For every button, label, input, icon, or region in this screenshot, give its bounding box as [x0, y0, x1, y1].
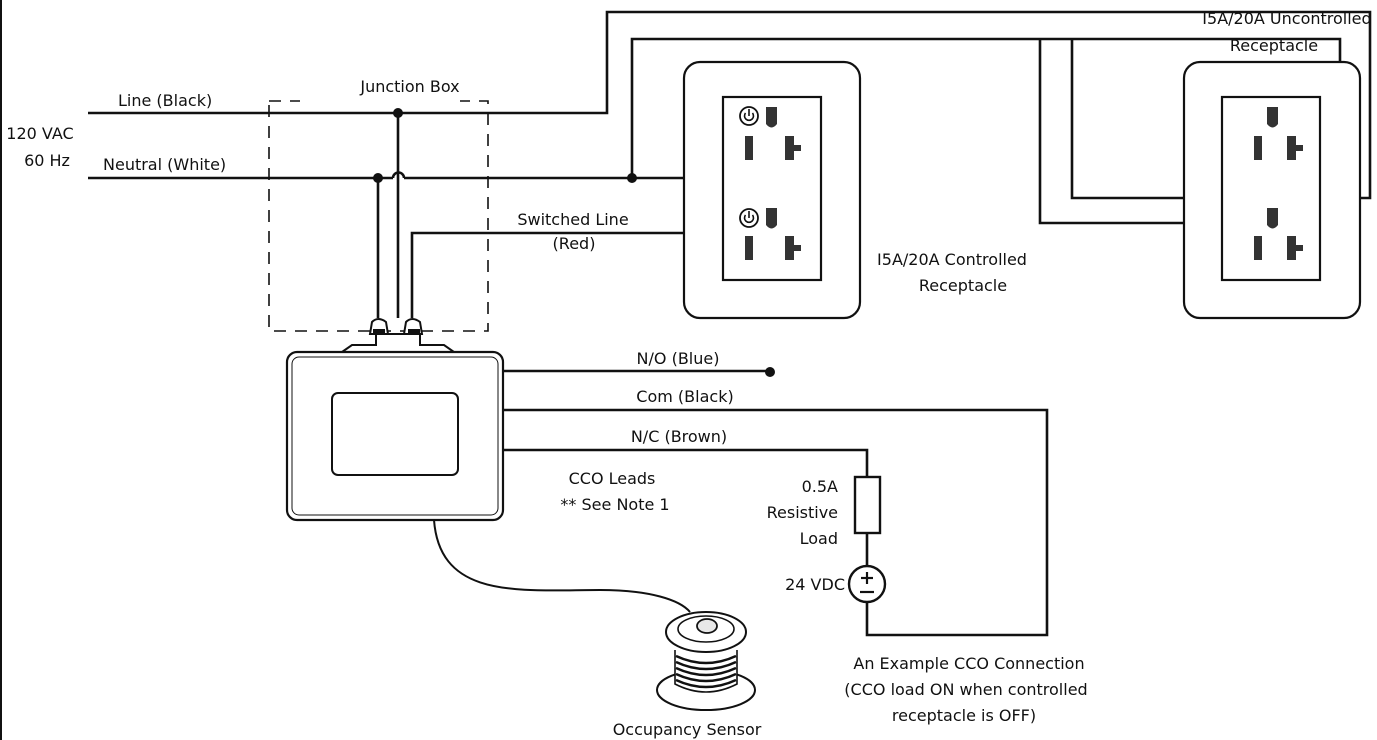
load-label-2: Resistive [767, 503, 838, 522]
controlled-receptacle [682, 60, 862, 320]
sensor-threads [675, 654, 737, 689]
neutral-wire-label: Neutral (White) [103, 155, 226, 174]
source-frequency-label: 60 Hz [24, 151, 70, 170]
com-lead-wire [503, 408, 1049, 637]
device-clip-base [338, 333, 458, 353]
cco-leads-label: CCO Leads [569, 469, 656, 488]
resistive-load [853, 475, 882, 535]
uncontrolled-receptacle-label-2: Receptacle [1230, 36, 1318, 55]
line-wire [88, 10, 1372, 200]
sensor-lens [696, 618, 718, 634]
device-label-window [331, 392, 459, 476]
neutral-junction-dot [373, 173, 383, 183]
device-clip-tab [373, 329, 385, 334]
switched-line-wire [410, 231, 684, 318]
nc-lead-label: N/C (Brown) [631, 427, 727, 446]
neutral-slot [1254, 236, 1262, 260]
ground-slot [766, 208, 777, 229]
no-lead-end [765, 367, 775, 377]
controlled-receptacle-label-1: I5A/20A Controlled [877, 250, 1027, 269]
dc-source [847, 564, 887, 604]
ground-slot [1267, 208, 1278, 229]
load-label-3: Load [800, 529, 838, 548]
example-label-3: receptacle is OFF) [892, 706, 1036, 725]
uncontrolled-receptacle [1182, 60, 1362, 320]
neutral-slot [1254, 136, 1262, 160]
cco-note-label: ** See Note 1 [560, 495, 669, 514]
hot-slot [1287, 136, 1303, 160]
power-icon [739, 106, 759, 126]
uncontrolled-receptacle-label-1: I5A/20A Uncontrolled [1202, 9, 1371, 28]
neutral-slot [745, 136, 753, 160]
ground-slot [1267, 107, 1278, 128]
source-voltage-label: 120 VAC [6, 124, 73, 143]
nc-lead-wire [503, 448, 869, 477]
sensor-cable [433, 519, 691, 613]
neutral-slot [745, 236, 753, 260]
hot-slot [785, 136, 801, 160]
line-junction-dot [393, 108, 403, 118]
line-wire-label: Line (Black) [118, 91, 212, 110]
occupancy-sensor-label: Occupancy Sensor [613, 720, 762, 739]
device-clip-tab [408, 329, 420, 334]
junction-box-label: Junction Box [359, 77, 459, 96]
com-lead-label: Com (Black) [636, 387, 733, 406]
controlled-receptacle-label-2: Receptacle [919, 276, 1007, 295]
power-icon [739, 208, 759, 228]
no-lead-label: N/O (Blue) [637, 349, 720, 368]
hot-slot [1287, 236, 1303, 260]
example-label-1: An Example CCO Connection [853, 654, 1084, 673]
ground-slot [766, 107, 777, 128]
neutral-receptacle-dot [627, 173, 637, 183]
switched-line-label-1: Switched Line [517, 210, 628, 229]
occupancy-sensor [656, 611, 756, 711]
load-label-1: 0.5A [802, 477, 838, 496]
dc-source-label: 24 VDC [785, 575, 845, 594]
hot-slot [785, 236, 801, 260]
controlled-receptacle-face [721, 95, 823, 282]
example-label-2: (CCO load ON when controlled [844, 680, 1087, 699]
junction-box-label-bg [300, 94, 460, 110]
device-body-inner [291, 356, 499, 516]
uncontrolled-receptacle-face [1220, 95, 1322, 282]
power-pack-device [285, 318, 505, 522]
switched-line-label-2: (Red) [553, 234, 596, 253]
